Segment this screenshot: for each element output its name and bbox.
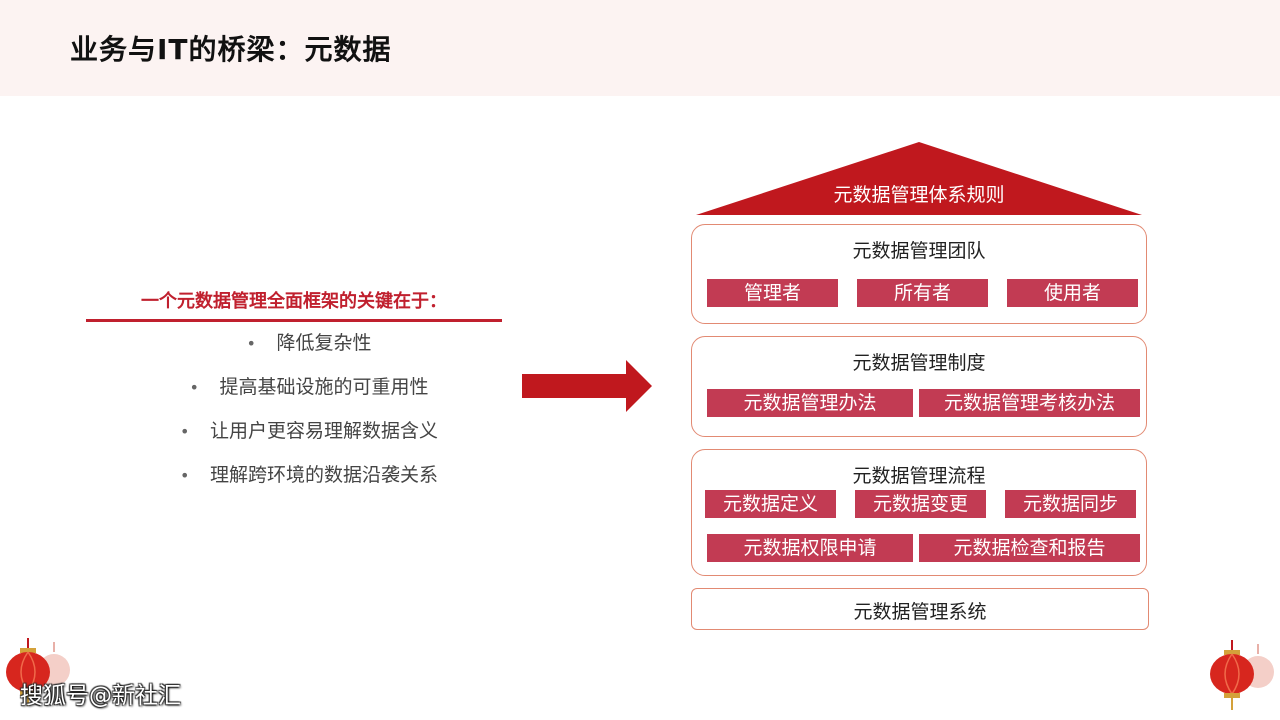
team-panel-title: 元数据管理团队 bbox=[852, 240, 986, 262]
page-title: 业务与IT的桥梁：元数据 bbox=[70, 33, 392, 66]
key-points-heading: 一个元数据管理全面框架的关键在于： bbox=[141, 291, 447, 312]
policy-panel-title: 元数据管理制度 bbox=[852, 352, 986, 374]
arrow-right-icon bbox=[522, 360, 652, 412]
system-panel: 元数据管理系统 bbox=[691, 588, 1149, 630]
tag-owner: 所有者 bbox=[857, 279, 988, 307]
lantern-icon bbox=[1210, 640, 1274, 710]
bullet-icon: • bbox=[246, 334, 256, 353]
lantern-icon bbox=[6, 638, 70, 706]
list-item: • 让用户更容易理解数据含义 bbox=[86, 418, 532, 462]
system-panel-title: 元数据管理系统 bbox=[853, 601, 987, 623]
list-item: • 理解跨环境的数据沿袭关系 bbox=[86, 462, 532, 506]
tag-change: 元数据变更 bbox=[855, 490, 986, 518]
key-points-list: • 降低复杂性 • 提高基础设施的可重用性 • 让用户更容易理解数据含义 • 理解跨环境… bbox=[86, 330, 532, 506]
tag-permission-request: 元数据权限申请 bbox=[707, 534, 913, 562]
bullet-text: 理解跨环境的数据沿袭关系 bbox=[209, 464, 438, 486]
tag-management-measures: 元数据管理办法 bbox=[707, 389, 913, 417]
bullet-text: 降低复杂性 bbox=[276, 332, 372, 354]
bullet-text: 让用户更容易理解数据含义 bbox=[209, 420, 438, 442]
list-item: • 提高基础设施的可重用性 bbox=[86, 374, 532, 418]
heading-underline bbox=[86, 319, 502, 322]
team-panel: 元数据管理团队 管理者 所有者 使用者 bbox=[691, 224, 1147, 324]
tag-sync: 元数据同步 bbox=[1005, 490, 1136, 518]
bullet-icon: • bbox=[179, 422, 190, 441]
header-bar: 业务与IT的桥梁：元数据 bbox=[0, 0, 1280, 96]
roof-triangle bbox=[696, 142, 1142, 215]
tag-assessment-measures: 元数据管理考核办法 bbox=[919, 389, 1140, 417]
policy-panel: 元数据管理制度 元数据管理办法 元数据管理考核办法 bbox=[691, 336, 1147, 437]
tag-definition: 元数据定义 bbox=[705, 490, 836, 518]
bullet-text: 提高基础设施的可重用性 bbox=[219, 376, 429, 398]
process-panel-title: 元数据管理流程 bbox=[852, 465, 986, 487]
bullet-icon: • bbox=[189, 378, 199, 397]
bullet-icon: • bbox=[179, 466, 190, 485]
process-panel: 元数据管理流程 元数据定义 元数据变更 元数据同步 元数据权限申请 元数据检查和… bbox=[691, 449, 1147, 576]
tag-user: 使用者 bbox=[1007, 279, 1138, 307]
list-item: • 降低复杂性 bbox=[86, 330, 532, 374]
tag-manager: 管理者 bbox=[707, 279, 838, 307]
watermark: 搜狐号@新社汇 bbox=[20, 683, 181, 709]
roof-label: 元数据管理体系规则 bbox=[833, 184, 1005, 206]
tag-check-report: 元数据检查和报告 bbox=[919, 534, 1140, 562]
